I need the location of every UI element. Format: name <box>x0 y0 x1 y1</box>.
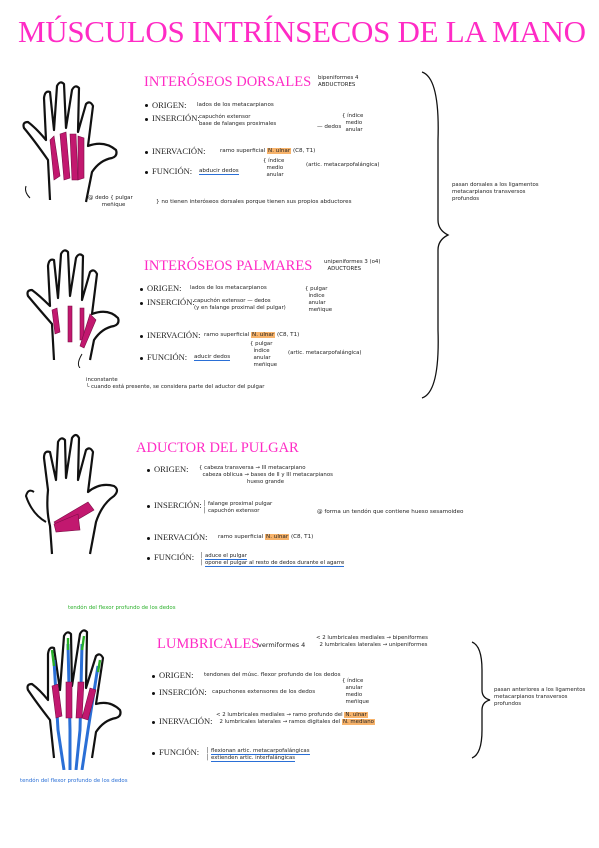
lumbricales-funcion-label: FUNCIÓN: <box>159 747 200 757</box>
section-title-lumbricales: LUMBRICALES <box>157 636 260 652</box>
palmares-insercion-text: capuchón extensor — dedos(y en falange p… <box>194 298 286 311</box>
aductor-insercion-text: │ falange proximal pulgar│ capuchón exte… <box>203 501 273 514</box>
lumbricales-inervacion-text: < 2 lumbricales mediales → ramo profundo… <box>216 712 375 725</box>
page-title: MÚSCULOS INTRÍNSECOS DE LA MANO <box>18 14 586 49</box>
dorsales-inervacion-label: INERVACIÓN: <box>152 146 206 156</box>
section-title-interoseos-dorsales: INTERÓSEOS DORSALES <box>144 74 312 90</box>
palmares-funcion-dedos: { pulgar índice anular meñique <box>250 341 278 368</box>
dorsales-origen-text: lados de los metacarpianos <box>197 102 274 108</box>
lumbricales-insercion-dedos: { índice anular medio meñique <box>342 678 370 705</box>
dorsales-note-prefix: @ dedo { pulgar meñique <box>88 195 133 208</box>
palmares-inervacion-text: ramo superficial N. ulnar (C8, T1) <box>204 332 300 338</box>
palmares-origen-label: ORIGEN: <box>147 283 182 293</box>
palmares-funcion-label: FUNCIÓN: <box>147 352 188 362</box>
dorsales-funcion-text: abducir dedos <box>199 168 239 175</box>
lumbricales-type-split: < 2 lumbricales mediales → bipeniformes … <box>316 635 428 648</box>
hand-palmar-illustration <box>26 249 120 368</box>
dorsales-funcion-artic: (artic. metacarpofalángica) <box>306 162 380 168</box>
section-title-aductor-pulgar: ADUCTOR DEL PULGAR <box>136 440 299 456</box>
palmares-insercion-label: INSERCIÓN: <box>147 297 195 307</box>
aductor-inervacion-label: INERVACIÓN: <box>154 532 208 542</box>
blue-tendon-label: tendón del flexor profundo de los dedos <box>20 778 128 784</box>
dorsales-funcion-label: FUNCIÓN: <box>152 166 193 176</box>
hand-aductor-illustration <box>24 433 119 555</box>
aductor-origen-label: ORIGEN: <box>154 464 189 474</box>
palmares-funcion-text: aducir dedos <box>194 354 231 361</box>
aductor-insercion-label: INSERCIÓN: <box>154 500 202 510</box>
hand-lumbricales-illustration <box>26 629 122 770</box>
palmares-funcion-artic: (artic. metacarpofalángica) <box>288 350 362 356</box>
lumbricales-origen-text: tendones del músc. flexor profundo de lo… <box>204 672 341 678</box>
dorsales-funcion-dedos: { índice medio anular <box>263 158 285 178</box>
brace-lumbricales <box>471 641 491 759</box>
palmares-inervacion-label: INERVACIÓN: <box>147 330 201 340</box>
brace-1-text: pasan dorsales a los ligamentos metacarp… <box>452 182 539 202</box>
lumbricales-inervacion-label: INERVACIÓN: <box>159 716 213 726</box>
green-tendon-label: tendón del flexor profundo de los dedos <box>68 605 176 611</box>
aductor-insercion-note: @ forma un tendón que contiene hueso ses… <box>317 509 464 515</box>
aductor-inervacion-text: ramo superficial N. ulnar (C8, T1) <box>218 534 314 540</box>
aductor-origen-text: { cabeza transversa → III metacarpiano c… <box>199 465 333 485</box>
lumbricales-origen-label: ORIGEN: <box>159 670 194 680</box>
aductor-funcion-label: FUNCIÓN: <box>154 552 195 562</box>
hand-dorsal-illustration <box>22 81 118 203</box>
palmares-note: inconstante└ cuando está presente, se co… <box>86 377 265 390</box>
aductor-funcion-text: │ aduce el pulgar│ opone el pulgar al re… <box>200 553 345 567</box>
lumbricales-insercion-label: INSERCIÓN: <box>159 687 207 697</box>
dorsales-insercion-dedos: { índice medio anular <box>342 113 364 133</box>
brace-dorsales-palmares <box>421 71 450 399</box>
lumbricales-insercion-text: capuchones extensores de los dedos <box>212 689 316 695</box>
dorsales-inervacion-text: ramo superficial N. ulnar (C8, T1) <box>220 148 316 154</box>
dorsales-origen-label: ORIGEN: <box>152 100 187 110</box>
section-title-interoseos-palmares: INTERÓSEOS PALMARES <box>144 258 313 274</box>
palmares-origen-text: lados de los metacarpianos <box>190 285 267 291</box>
lumbricales-funcion-text: │ flexionan artic. metacarpofalángicas│ … <box>206 748 310 762</box>
dorsales-insercion-arrow: — dedos <box>317 124 342 130</box>
dorsales-note: } no tienen interóseos dorsales porque t… <box>156 199 352 205</box>
dorsales-insercion-label: INSERCIÓN: <box>152 113 200 123</box>
lumbricales-type-note: vermiformes 4 <box>258 641 306 649</box>
brace-2-text: pasan anteriores a los ligamentos metaca… <box>494 687 586 707</box>
palmares-insercion-dedos: { pulgar índice anular meñique <box>305 286 333 313</box>
palmares-type-note: unipeniformes 3 (o4) ADUCTORES <box>324 259 381 272</box>
